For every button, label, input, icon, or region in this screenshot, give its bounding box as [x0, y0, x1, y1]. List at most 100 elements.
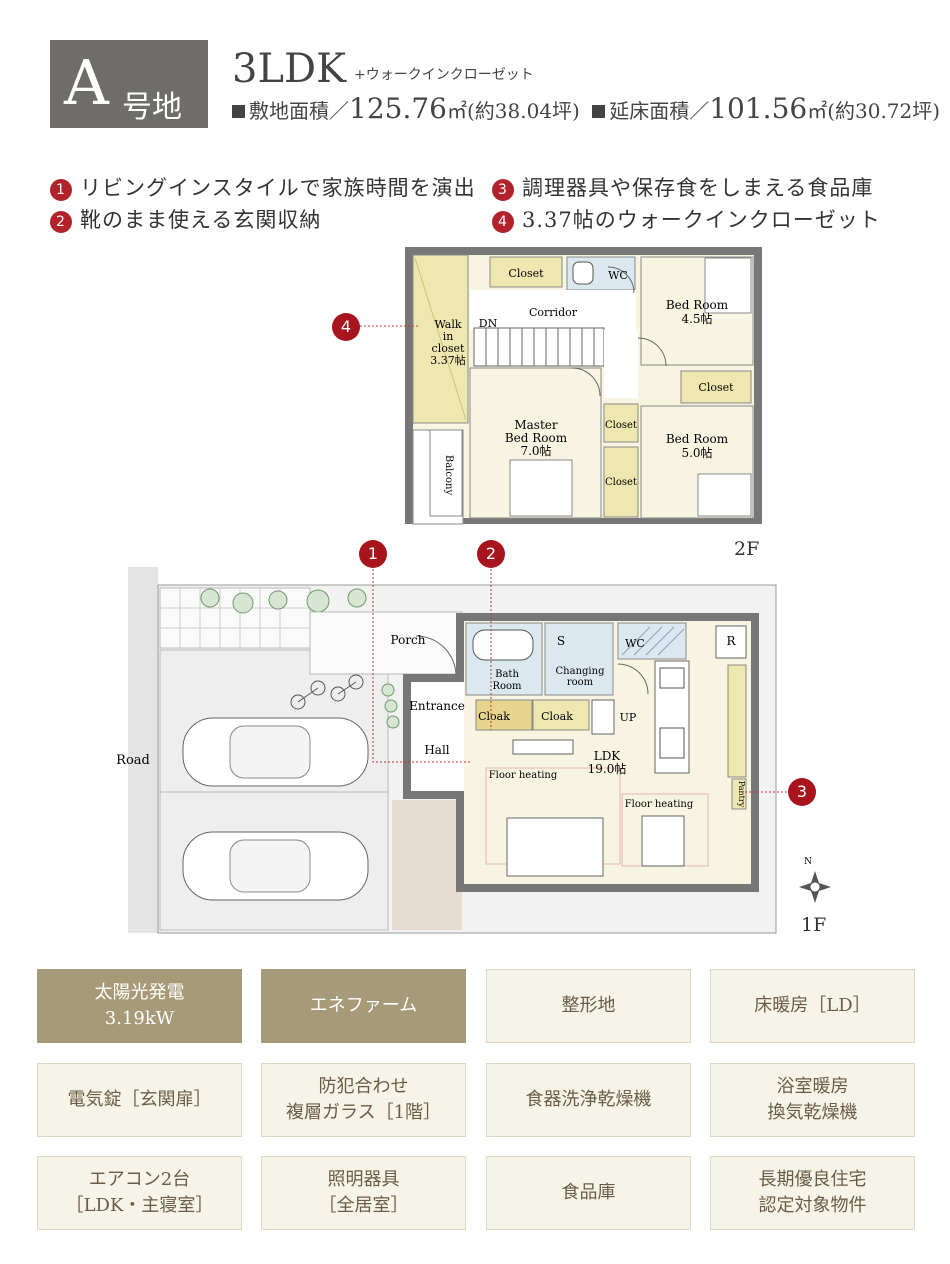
feature-tile-bath-dryer: 浴室暖房 換気乾燥機 — [710, 1063, 915, 1137]
garden-bed — [392, 800, 462, 930]
label-closet-small-1: Closet — [605, 420, 637, 431]
refrigerator — [715, 625, 747, 659]
closet-small-1 — [603, 403, 639, 443]
feature-item-4: 4 3.37帖のウォークインクローゼット — [492, 204, 881, 234]
label-bed1-size: 4.5帖 — [681, 311, 712, 326]
site-area-value: 125.76 — [349, 92, 447, 125]
door-arc — [637, 337, 667, 367]
entrance-hall — [411, 682, 464, 791]
label-r: R — [726, 634, 736, 648]
floor-area-label: 延床面積／ — [609, 99, 710, 123]
closet-mid — [680, 370, 752, 404]
feature-text: 調理器具や保存食をしまえる食品庫 — [522, 176, 874, 200]
label-bath-1: Bath — [495, 669, 519, 680]
stove-icon — [659, 667, 685, 689]
feature-tile-floor-heating: 床暖房［LD］ — [710, 969, 915, 1043]
label-floor-heating-1: Floor heating — [489, 770, 558, 781]
plan-type: 3LDK — [232, 46, 346, 92]
dining-table-icon — [641, 815, 685, 867]
label-bed2-size: 5.0帖 — [681, 445, 712, 460]
site-area-unit: ㎡(約38.04坪) — [446, 99, 580, 123]
floor-label-2f: 2F — [734, 538, 760, 560]
label-s: S — [557, 634, 565, 648]
label-bed2-name: Bed Room — [666, 432, 729, 446]
changing-room — [544, 622, 614, 696]
feature-tile-pantry: 食品庫 — [486, 1156, 691, 1230]
tv-board — [512, 739, 574, 755]
floor-label-1f: 1F — [801, 914, 827, 936]
bed-icon — [697, 473, 752, 517]
label-walk-in-2: in — [443, 330, 454, 343]
label-bed1-name: Bed Room — [666, 298, 729, 312]
label-up: UP — [620, 711, 637, 724]
label-wc-1f: WC — [625, 637, 645, 650]
marker-4: 4 — [332, 313, 360, 341]
compass-icon — [799, 871, 831, 903]
label-master-3: 7.0帖 — [520, 443, 551, 458]
sofa-icon — [506, 817, 604, 877]
floor-area-unit: ㎡(約30.72坪) — [807, 99, 941, 123]
lot-badge: A 号地 — [50, 40, 208, 128]
label-compass-n: N — [804, 857, 812, 867]
label-closet-mid: Closet — [698, 381, 734, 394]
cloak-2 — [532, 699, 590, 731]
door-arc — [571, 367, 601, 397]
road — [128, 567, 158, 933]
shrub-icon — [200, 588, 433, 917]
label-floor-heating-2: Floor heating — [625, 799, 694, 810]
feature-item-3: 3 調理器具や保存食をしまえる食品庫 — [492, 172, 873, 202]
feature-text: 靴のまま使える玄関収納 — [80, 208, 322, 232]
door-arc — [415, 635, 457, 677]
label-closet-small-2: Closet — [605, 477, 637, 488]
feature-tile-regular-lot: 整形地 — [486, 969, 691, 1043]
feature-tile-security-glass: 防犯合わせ 複層ガラス［1階］ — [261, 1063, 466, 1137]
floor-area-value: 101.56 — [709, 92, 808, 125]
stairs-1f — [591, 699, 615, 735]
bicycle-icon — [290, 674, 364, 710]
feature-tile-long-life-housing: 長期優良住宅 認定対象物件 — [710, 1156, 915, 1230]
feature-number-badge: 3 — [492, 178, 514, 201]
marker-1: 1 — [359, 540, 387, 568]
label-cloak-1: Cloak — [478, 710, 510, 723]
label-walk-in-3: closet — [432, 342, 465, 355]
door-arc — [617, 663, 649, 695]
area-line: 敷地面積／125.76㎡(約38.04坪) 延床面積／101.56㎡(約30.7… — [232, 92, 940, 125]
label-wc-2f: WC — [608, 269, 628, 282]
counter-storage — [727, 664, 747, 778]
marker-2: 2 — [477, 540, 505, 568]
wc-1f — [617, 622, 687, 660]
label-ldk-2: 19.0帖 — [588, 761, 627, 776]
label-changing-1: Changing — [556, 666, 606, 677]
feature-number-badge: 4 — [492, 210, 514, 233]
feature-tile-solar: 太陽光発電 3.19kW — [37, 969, 242, 1043]
floor-plan-1f: Road Porch Entrance Hall Bath Room S Cha… — [116, 567, 831, 934]
closet-small-2 — [603, 446, 639, 518]
floor-plan-drawing: Closet WC Corridor DN Walk in closet 3.3… — [116, 247, 831, 934]
feature-text: 3.37帖のウォークインクローゼット — [522, 208, 881, 232]
door-arc — [607, 266, 635, 294]
marker-leader-lines — [360, 325, 790, 793]
bathtub-icon — [472, 629, 534, 661]
cloak-1 — [475, 699, 533, 731]
floor-plan-2f: Closet WC Corridor DN Walk in closet 3.3… — [405, 247, 762, 525]
label-hall: Hall — [424, 743, 449, 757]
label-changing-2: room — [567, 677, 594, 688]
site-area-label: 敷地面積／ — [249, 99, 349, 123]
label-entrance: Entrance — [409, 699, 465, 713]
square-bullet-icon — [592, 105, 606, 118]
marker-3: 3 — [788, 778, 816, 806]
label-cloak-2: Cloak — [541, 710, 573, 723]
bed-icon — [509, 459, 573, 517]
lot-letter: A — [64, 46, 109, 119]
corridor — [470, 290, 636, 330]
sink-icon — [659, 727, 685, 759]
label-dn: DN — [479, 317, 498, 330]
label-master-1: Master — [514, 418, 558, 432]
feature-tile-electric-lock: 電気錠［玄関扉］ — [37, 1063, 242, 1137]
label-road: Road — [116, 753, 150, 768]
label-walk-in-1: Walk — [434, 318, 461, 331]
feature-tile-lighting: 照明器具 ［全居室］ — [261, 1156, 466, 1230]
label-bath-2: Room — [492, 681, 522, 692]
